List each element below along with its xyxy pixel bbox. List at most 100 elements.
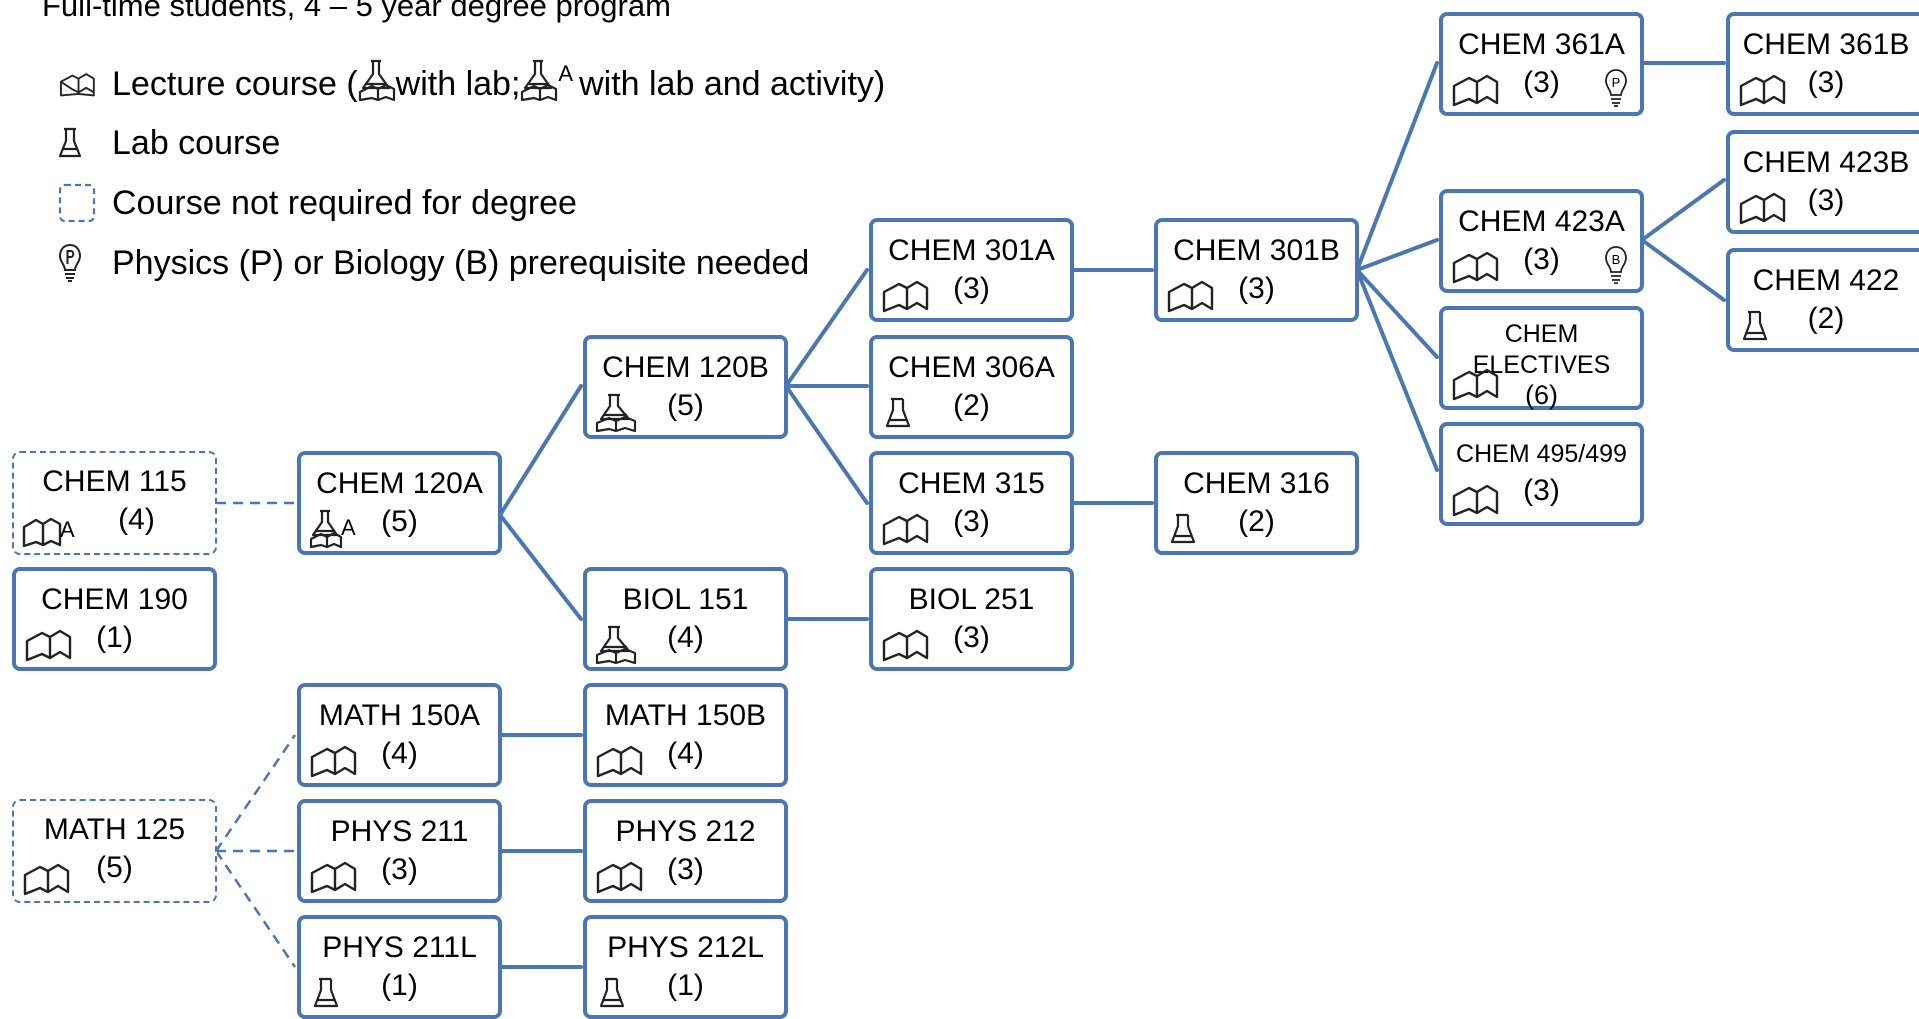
course-chem301a[interactable]: CHEM 301A (3) bbox=[869, 218, 1074, 322]
course-math150b[interactable]: MATH 150B (4) bbox=[583, 683, 788, 787]
course-credits: (2) bbox=[953, 389, 990, 422]
course-credits: (3) bbox=[953, 621, 990, 654]
course-credits: (3) bbox=[667, 853, 704, 886]
lab-icon bbox=[595, 973, 643, 1011]
course-credits: (1) bbox=[667, 969, 704, 1002]
link-chem301b-electives bbox=[1355, 268, 1439, 359]
course-code: CHEM 120A bbox=[316, 467, 483, 500]
course-chem190[interactable]: CHEM 190 (1) bbox=[12, 567, 217, 671]
course-chem361b[interactable]: CHEM 361B (3) bbox=[1726, 12, 1919, 116]
lab-icon bbox=[881, 393, 929, 431]
lab-lecture-activity-icon bbox=[520, 58, 558, 111]
lecture-icon bbox=[1738, 70, 1786, 108]
course-biol251[interactable]: BIOL 251 (3) bbox=[869, 567, 1074, 671]
link-chem120b-chem301a bbox=[784, 268, 869, 388]
course-code: MATH 150B bbox=[604, 699, 767, 732]
course-chem306a[interactable]: CHEM 306A (2) bbox=[869, 335, 1074, 439]
course-chem495-499[interactable]: CHEM 495/499 (3) bbox=[1439, 422, 1644, 526]
course-chem120b[interactable]: CHEM 120B (5) bbox=[583, 335, 788, 439]
course-code: BIOL 151 bbox=[622, 583, 749, 616]
course-chem-electives[interactable]: CHEM ELECTIVES (6) bbox=[1439, 306, 1644, 410]
course-credits: (3) bbox=[1523, 66, 1560, 99]
course-code: CHEM 495/499 bbox=[1456, 440, 1627, 468]
lightbulb-icon: P bbox=[1604, 68, 1628, 108]
course-code: CHEM 315 bbox=[898, 467, 1045, 500]
course-credits: (4) bbox=[667, 737, 704, 770]
course-code: CHEM 301B bbox=[1173, 234, 1340, 267]
course-code: PHYS 211 bbox=[330, 815, 469, 848]
course-credits: (6) bbox=[1525, 380, 1558, 410]
course-code: CHEM bbox=[1504, 320, 1579, 348]
course-credits: (3) bbox=[1807, 66, 1845, 99]
link-math125-math150a bbox=[214, 734, 297, 852]
course-code: MATH 150A bbox=[318, 699, 481, 732]
lab-lecture-activity-icon: A bbox=[309, 509, 357, 549]
course-chem316[interactable]: CHEM 316 (2) bbox=[1154, 451, 1359, 555]
course-code: BIOL 251 bbox=[908, 583, 1035, 616]
course-code: CHEM 316 bbox=[1183, 467, 1330, 500]
svg-text:B: B bbox=[1612, 252, 1621, 267]
lightbulb-icon bbox=[58, 240, 112, 286]
course-chem115[interactable]: CHEM 115 (4) A bbox=[12, 451, 217, 555]
link-math125-phys211l bbox=[214, 850, 297, 968]
course-chem315[interactable]: CHEM 315 (3) bbox=[869, 451, 1074, 555]
lecture-lab-icon bbox=[595, 625, 643, 665]
course-credits: (3) bbox=[953, 272, 990, 305]
course-chem120a[interactable]: CHEM 120A (5) A bbox=[297, 451, 502, 555]
link-chem120b-chem315 bbox=[784, 384, 869, 505]
lecture-icon bbox=[881, 509, 929, 547]
legend-lab-label: Lab course bbox=[112, 123, 281, 162]
link-chem301b-chem495 bbox=[1355, 268, 1439, 472]
course-credits: (3) bbox=[1807, 184, 1845, 217]
svg-text:P: P bbox=[1612, 75, 1621, 90]
lab-icon bbox=[58, 120, 112, 166]
course-code: PHYS 212L bbox=[607, 931, 764, 964]
course-credits: (3) bbox=[1523, 243, 1560, 276]
course-credits: (5) bbox=[667, 389, 704, 422]
course-credits: (4) bbox=[381, 737, 418, 770]
legend-lecture: Lecture course ( with lab; A with lab an… bbox=[58, 59, 885, 107]
legend-title: Full-time students, 4 – 5 year degree pr… bbox=[42, 0, 671, 23]
course-math125[interactable]: MATH 125 (5) bbox=[12, 799, 217, 903]
course-credits: (3) bbox=[953, 505, 990, 538]
course-phys211l[interactable]: PHYS 211L (1) bbox=[297, 915, 502, 1019]
lecture-icon bbox=[1451, 70, 1499, 108]
lab-icon bbox=[1166, 509, 1214, 547]
lecture-icon bbox=[881, 625, 929, 663]
course-code: CHEM 115 bbox=[42, 465, 187, 498]
course-chem361a[interactable]: CHEM 361A (3) P bbox=[1439, 12, 1644, 116]
legend-not-required-label: Course not required for degree bbox=[112, 183, 577, 222]
link-chem301b-chem361a bbox=[1355, 61, 1439, 272]
course-code: CHEM 423B bbox=[1742, 146, 1910, 179]
svg-text:A: A bbox=[341, 515, 356, 540]
lecture-icon bbox=[881, 276, 929, 314]
course-code: MATH 125 bbox=[43, 813, 186, 846]
course-phys212l[interactable]: PHYS 212L (1) bbox=[583, 915, 788, 1019]
lab-lecture-icon bbox=[358, 58, 396, 111]
lecture-icon bbox=[595, 857, 643, 895]
legend-lab: Lab course bbox=[58, 120, 280, 166]
lecture-icon bbox=[595, 741, 643, 779]
course-chem423b[interactable]: CHEM 423B (3) bbox=[1726, 130, 1919, 234]
lecture-lab-icon bbox=[595, 393, 643, 433]
course-phys212[interactable]: PHYS 212 (3) bbox=[583, 799, 788, 903]
course-code: CHEM 120B bbox=[602, 351, 769, 384]
course-phys211[interactable]: PHYS 211 (3) bbox=[297, 799, 502, 903]
lecture-icon bbox=[1451, 364, 1499, 402]
course-chem301b[interactable]: CHEM 301B (3) bbox=[1154, 218, 1359, 322]
course-credits: (3) bbox=[381, 853, 418, 886]
lecture-icon bbox=[1451, 247, 1499, 285]
course-chem423a[interactable]: CHEM 423A (3) B bbox=[1439, 189, 1644, 293]
link-chem423a-chem422 bbox=[1640, 238, 1726, 302]
course-credits: (2) bbox=[1807, 302, 1845, 335]
course-chem422[interactable]: CHEM 422 (2) bbox=[1726, 248, 1919, 352]
lecture-icon bbox=[22, 859, 70, 897]
course-biol151[interactable]: BIOL 151 (4) bbox=[583, 567, 788, 671]
legend-prereq: Physics (P) or Biology (B) prerequisite … bbox=[58, 240, 809, 286]
legend-with-lab: with lab; bbox=[395, 64, 521, 103]
course-math150a[interactable]: MATH 150A (4) bbox=[297, 683, 502, 787]
legend-not-required: Course not required for degree bbox=[58, 180, 577, 226]
lab-icon bbox=[1738, 306, 1786, 344]
